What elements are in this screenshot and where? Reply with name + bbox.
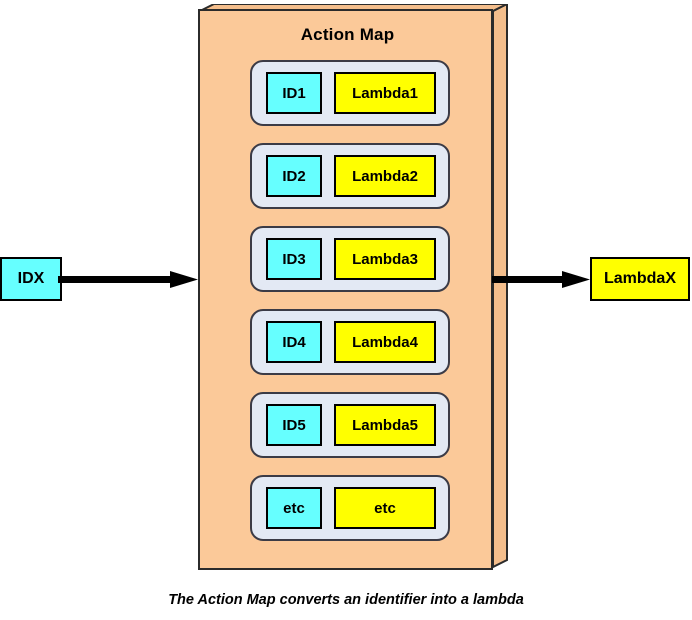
row-lambda-cell: Lambda5 bbox=[334, 404, 436, 446]
input-node-idx[interactable]: IDX bbox=[0, 257, 62, 301]
table-row[interactable]: ID2 Lambda2 bbox=[250, 143, 450, 209]
diagram-caption: The Action Map converts an identifier in… bbox=[168, 592, 524, 608]
row-id-cell: ID1 bbox=[266, 72, 322, 114]
output-arrow-icon bbox=[492, 271, 590, 288]
action-map-row-list: ID1 Lambda1 ID2 Lambda2 ID3 Lambda3 ID4 … bbox=[250, 60, 450, 558]
row-lambda-cell: Lambda2 bbox=[334, 155, 436, 197]
output-node-lambdax[interactable]: LambdaX bbox=[590, 257, 690, 301]
row-lambda-cell: Lambda3 bbox=[334, 238, 436, 280]
input-arrow-icon bbox=[58, 271, 198, 288]
row-id-cell: ID4 bbox=[266, 321, 322, 363]
table-row[interactable]: ID5 Lambda5 bbox=[250, 392, 450, 458]
action-map-title: Action Map bbox=[300, 25, 395, 44]
row-lambda-cell: Lambda4 bbox=[334, 321, 436, 363]
row-lambda-cell: Lambda1 bbox=[334, 72, 436, 114]
action-map-container: Action Map ID1 Lambda1 ID2 Lambda2 ID3 L… bbox=[198, 4, 510, 574]
row-id-cell: ID2 bbox=[266, 155, 322, 197]
row-lambda-cell: etc bbox=[334, 487, 436, 529]
row-id-cell: ID3 bbox=[266, 238, 322, 280]
table-row[interactable]: ID4 Lambda4 bbox=[250, 309, 450, 375]
table-row[interactable]: ID3 Lambda3 bbox=[250, 226, 450, 292]
table-row[interactable]: etc etc bbox=[250, 475, 450, 541]
table-row[interactable]: ID1 Lambda1 bbox=[250, 60, 450, 126]
row-id-cell: ID5 bbox=[266, 404, 322, 446]
row-id-cell: etc bbox=[266, 487, 322, 529]
